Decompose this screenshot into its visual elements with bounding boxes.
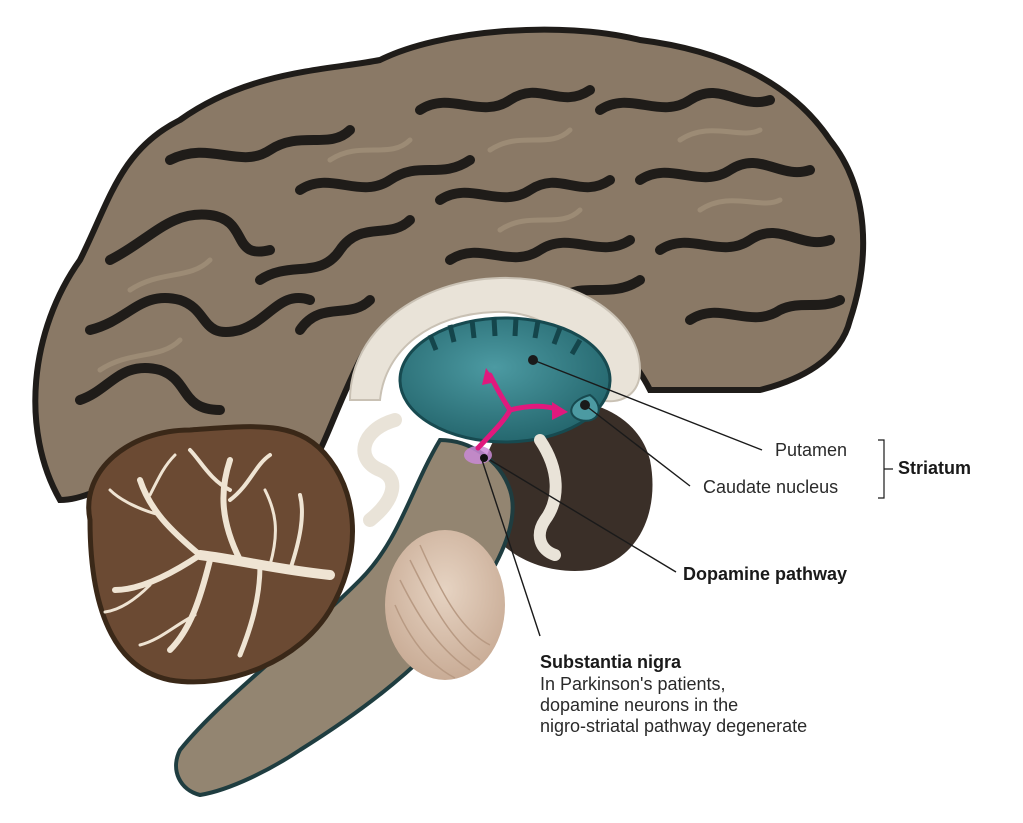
dopamine-pathway-label: Dopamine pathway — [683, 564, 847, 586]
putamen-label: Putamen — [775, 440, 847, 462]
caudate-label: Caudate nucleus — [703, 477, 838, 499]
striatum-bracket — [878, 440, 893, 498]
substantia-desc-line-1: In Parkinson's patients, — [540, 674, 807, 695]
substantia-nigra-dot — [480, 454, 488, 462]
putamen-dot — [528, 355, 538, 365]
substantia-desc-line-3: nigro-striatal pathway degenerate — [540, 716, 807, 737]
pons — [385, 530, 505, 680]
fornix — [364, 420, 395, 520]
substantia-nigra-callout: Substantia nigra In Parkinson's patients… — [540, 652, 807, 737]
substantia-nigra-title: Substantia nigra — [540, 652, 807, 674]
striatum-label: Striatum — [898, 458, 971, 480]
substantia-desc-line-2: dopamine neurons in the — [540, 695, 807, 716]
caudate-dot — [580, 400, 590, 410]
